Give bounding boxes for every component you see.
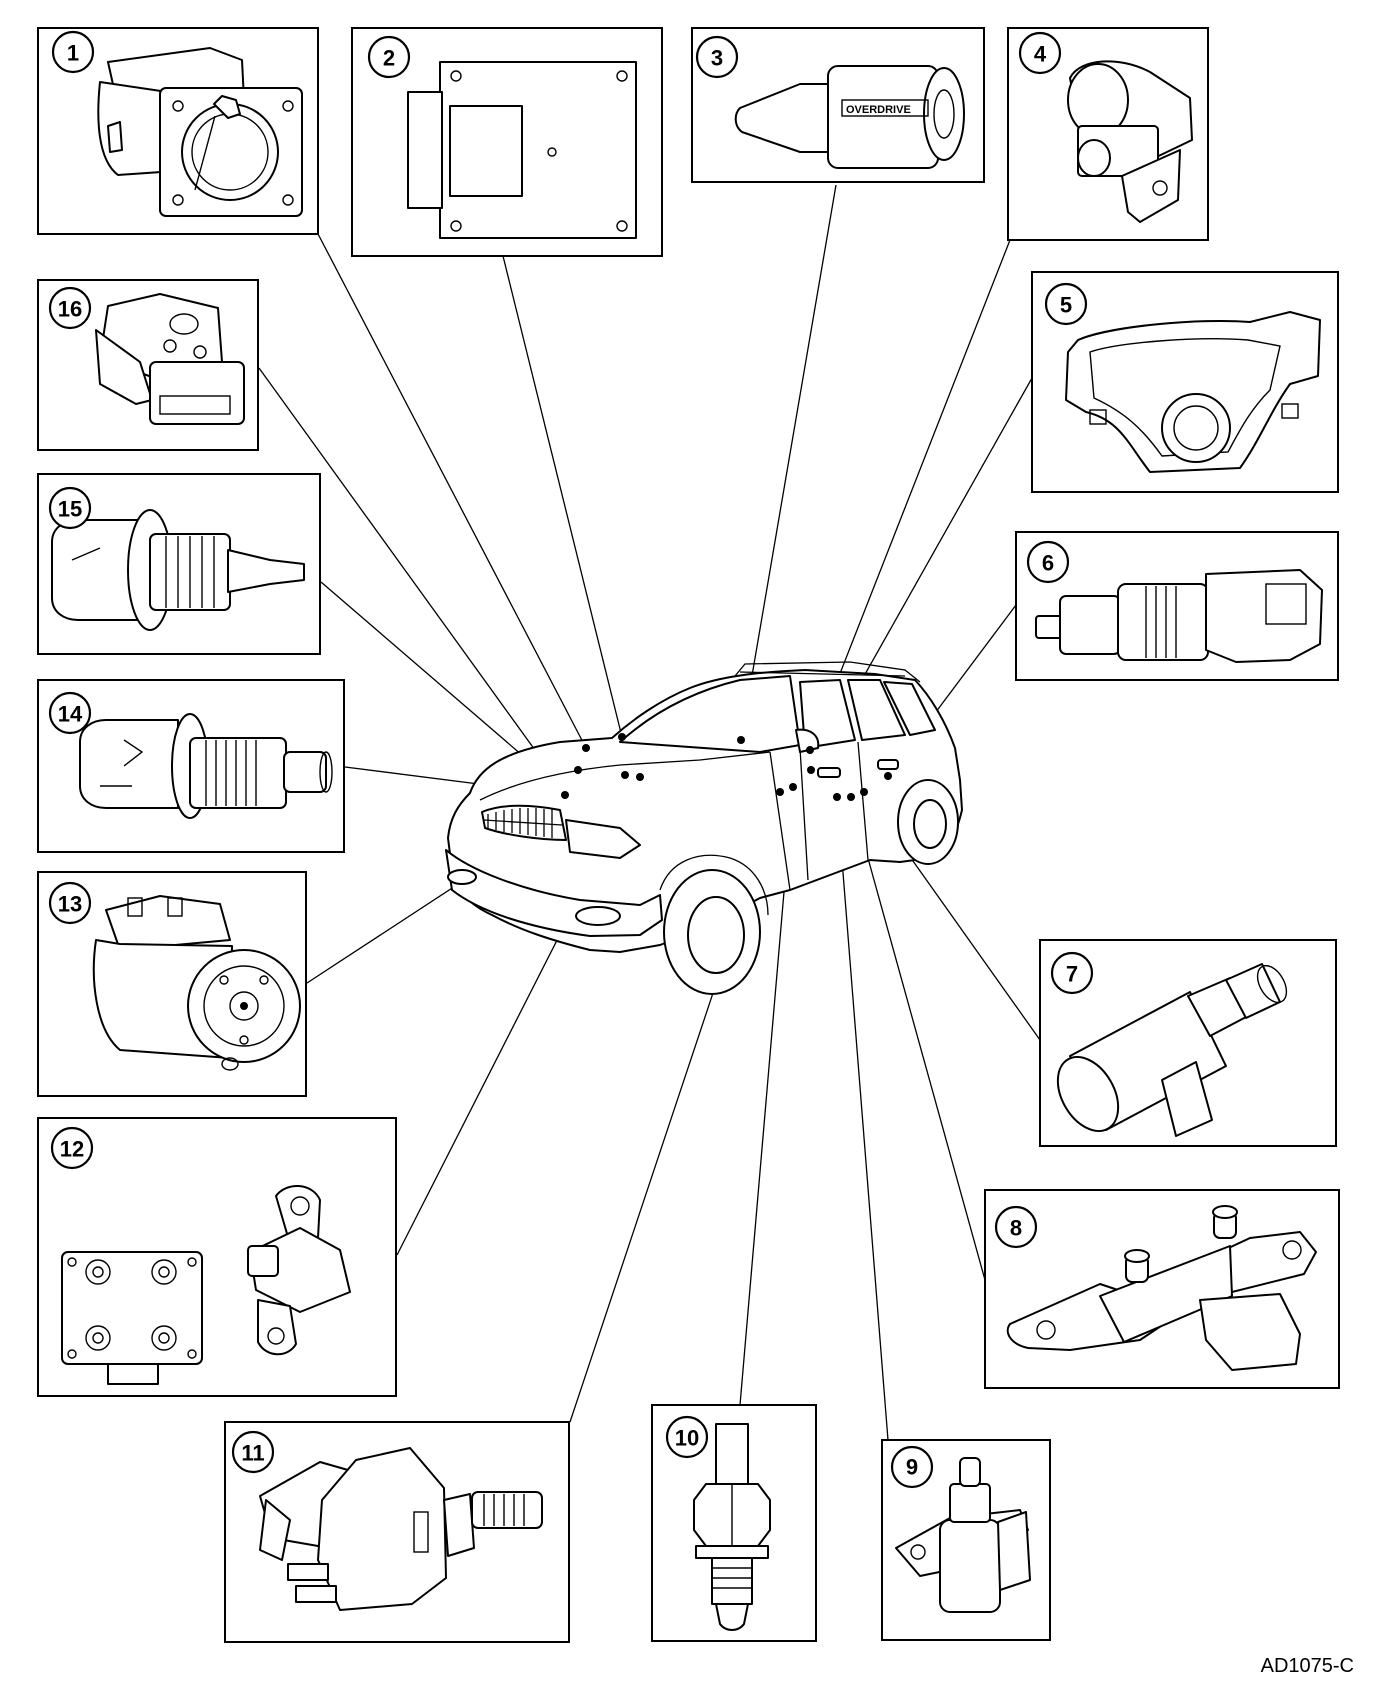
callout-number: 8 bbox=[1010, 1216, 1022, 1241]
throttle-body-part bbox=[97, 47, 303, 217]
callout-number: 6 bbox=[1042, 551, 1054, 576]
overdrive-switch-part: OVERDRIVE bbox=[734, 65, 965, 169]
panel-3: OVERDRIVE 3 bbox=[691, 27, 985, 183]
panel-7: 7 bbox=[1039, 939, 1337, 1147]
panel-11: 11 bbox=[224, 1421, 570, 1643]
map-sensor-part-front bbox=[61, 1251, 203, 1385]
panel-12: 12 bbox=[37, 1117, 397, 1397]
electronic-pressure-control-solenoid-part bbox=[1056, 963, 1288, 1137]
callout-7 bbox=[1050, 951, 1094, 995]
panel-5: 5 bbox=[1031, 271, 1339, 493]
callout-1 bbox=[51, 30, 95, 74]
heated-oxygen-sensor-part bbox=[693, 1423, 771, 1631]
intake-air-temp-sensor-part bbox=[51, 509, 305, 631]
callout-14 bbox=[48, 691, 92, 735]
callout-number: 15 bbox=[58, 497, 82, 522]
callout-2 bbox=[367, 35, 411, 79]
panel-15: 15 bbox=[37, 473, 321, 655]
callout-4 bbox=[1018, 31, 1062, 75]
idle-air-control-valve-part bbox=[95, 293, 245, 425]
panel-8: 8 bbox=[984, 1189, 1340, 1389]
callout-number: 3 bbox=[711, 46, 723, 71]
panel-14: 14 bbox=[37, 679, 345, 853]
camshaft-position-sensor-part bbox=[1067, 60, 1193, 223]
component-location-dots bbox=[561, 733, 892, 801]
callout-9 bbox=[890, 1445, 934, 1489]
coolant-temp-sensor-part bbox=[79, 713, 333, 819]
callout-6 bbox=[1026, 540, 1070, 584]
coast-clutch-solenoid-part bbox=[895, 1457, 1031, 1613]
callout-number: 11 bbox=[241, 1441, 264, 1466]
callout-16 bbox=[48, 286, 92, 330]
callout-5 bbox=[1044, 282, 1088, 326]
powertrain-control-module-part bbox=[407, 61, 637, 239]
shift-solenoid-part bbox=[1035, 569, 1323, 663]
callout-number: 12 bbox=[60, 1137, 84, 1162]
callout-number: 13 bbox=[58, 892, 82, 917]
callout-number: 4 bbox=[1034, 42, 1047, 67]
callout-number: 7 bbox=[1066, 962, 1078, 987]
callout-number: 10 bbox=[675, 1426, 699, 1451]
vehicle-windshield bbox=[619, 675, 801, 753]
panel-2: 2 bbox=[351, 27, 663, 257]
brake-pedal-position-switch-part bbox=[259, 1447, 543, 1611]
callout-15 bbox=[48, 486, 92, 530]
callout-number: 5 bbox=[1060, 293, 1072, 318]
callout-3 bbox=[695, 35, 739, 79]
panel-10: 10 bbox=[651, 1404, 817, 1642]
panel-13: 13 bbox=[37, 871, 307, 1097]
callout-number: 14 bbox=[58, 702, 83, 727]
panel-9: 9 bbox=[881, 1439, 1051, 1641]
callout-11 bbox=[231, 1430, 275, 1474]
callout-13 bbox=[48, 881, 92, 925]
callout-number: 1 bbox=[67, 41, 79, 66]
ac-compressor-part bbox=[92, 895, 301, 1071]
callout-number: 2 bbox=[383, 46, 395, 71]
panel-1: 1 bbox=[37, 27, 319, 235]
overdrive-decal-text: OVERDRIVE bbox=[846, 104, 911, 116]
figure-reference-code: AD1075-C bbox=[1260, 1655, 1354, 1677]
panel-4: 4 bbox=[1007, 27, 1209, 241]
callout-number: 16 bbox=[58, 297, 82, 322]
vehicle-illustration bbox=[445, 661, 963, 995]
callout-12 bbox=[50, 1126, 94, 1170]
panel-6: 6 bbox=[1015, 531, 1339, 681]
map-sensor-part-side bbox=[247, 1185, 351, 1356]
callout-number: 9 bbox=[906, 1455, 918, 1480]
panel-16: 16 bbox=[37, 279, 259, 451]
callout-10 bbox=[665, 1415, 709, 1459]
throttle-position-sensor-part bbox=[1065, 311, 1321, 473]
torque-converter-clutch-solenoid-part bbox=[1006, 1205, 1317, 1371]
callout-8 bbox=[994, 1205, 1038, 1249]
